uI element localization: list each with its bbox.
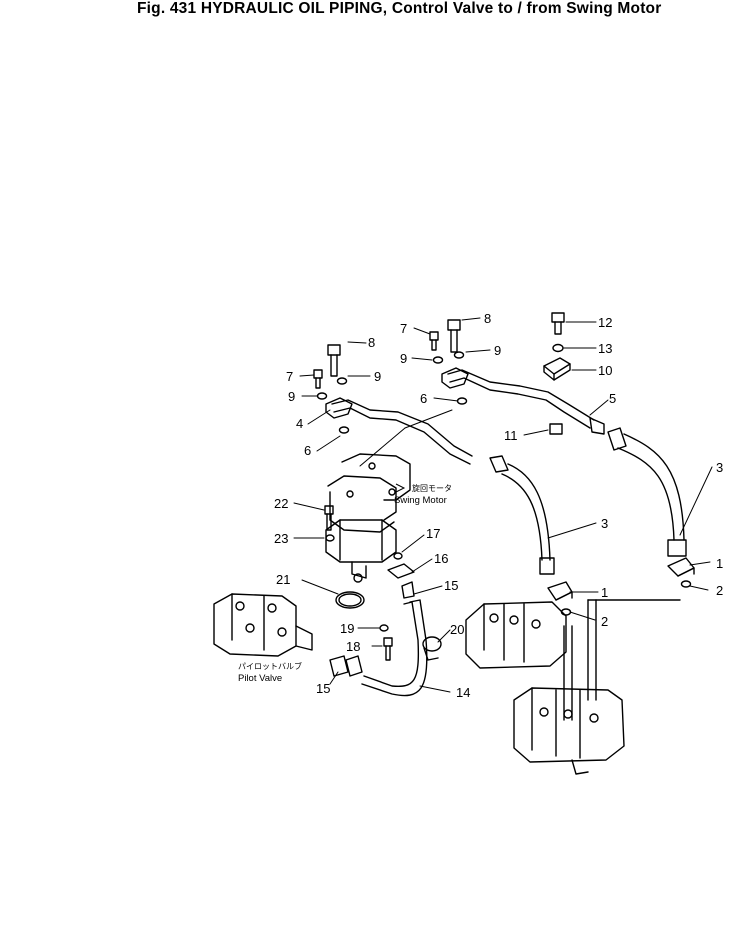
swing-motor-pointer [395, 483, 406, 493]
clamp-10 [543, 357, 571, 381]
swing-motor-caption-jp: 旋回モータ [412, 483, 452, 493]
callout-8: 8 [484, 311, 491, 326]
callout-14: 14 [456, 685, 470, 700]
o-ring-6-lower [338, 426, 350, 434]
elbow-15-upper [401, 581, 415, 599]
washer-23 [325, 534, 335, 542]
clamp-20 [422, 636, 442, 661]
o-ring-17 [393, 552, 403, 560]
swing-motor-caption-en: Swing Motor [394, 495, 447, 506]
callout-labels: 1 1 2 2 3 3 4 5 6 6 7 7 8 8 9 9 9 9 10 1… [274, 311, 723, 700]
callout-9: 9 [374, 369, 381, 384]
callout-3: 3 [716, 460, 723, 475]
callout-1: 1 [601, 585, 608, 600]
callout-6: 6 [304, 443, 311, 458]
callout-18: 18 [346, 639, 360, 654]
o-ring-6-upper [456, 397, 468, 405]
callout-11: 11 [504, 428, 518, 443]
callout-22: 22 [274, 496, 288, 511]
bolt-7-right [429, 331, 439, 351]
bolt-8-left [327, 344, 341, 377]
elbow-15-lower [329, 655, 349, 677]
callout-15: 15 [316, 681, 330, 696]
callout-21: 21 [276, 572, 290, 587]
bolt-18 [383, 637, 393, 661]
swing-motor [325, 453, 411, 583]
elbow-1-center [547, 581, 573, 601]
callout-9: 9 [400, 351, 407, 366]
callout-17: 17 [426, 526, 440, 541]
callout-2: 2 [601, 614, 608, 629]
callout-4: 4 [296, 416, 303, 431]
pilot-valve [213, 593, 313, 657]
callout-7: 7 [400, 321, 407, 336]
callout-1: 1 [716, 556, 723, 571]
pilot-valve-caption-jp: パイロットバルブ [238, 661, 302, 671]
callout-9: 9 [288, 389, 295, 404]
hose-14 [345, 599, 428, 697]
callout-6: 6 [420, 391, 427, 406]
callout-10: 10 [598, 363, 612, 378]
callout-3: 3 [601, 516, 608, 531]
washer-9-left-a [336, 377, 348, 385]
flange-16 [387, 563, 415, 579]
o-ring-2-right [680, 580, 692, 588]
hose-3-center [489, 455, 555, 575]
washer-13 [552, 343, 564, 353]
callout-12: 12 [598, 315, 612, 330]
callout-13: 13 [598, 341, 612, 356]
control-valve-lower [513, 599, 681, 775]
callout-7: 7 [286, 369, 293, 384]
elbow-1-right [667, 557, 695, 577]
nut-11 [549, 423, 563, 435]
o-ring-19 [379, 624, 389, 632]
pilot-valve-caption-en: Pilot Valve [238, 673, 282, 684]
bolt-22 [324, 505, 334, 531]
callout-15: 15 [444, 578, 458, 593]
washer-9-right-b [432, 356, 444, 364]
callout-16: 16 [434, 551, 448, 566]
hose-3-right [607, 427, 687, 557]
callout-8: 8 [368, 335, 375, 350]
washer-9-left-b [316, 392, 328, 400]
callout-23: 23 [274, 531, 288, 546]
callout-19: 19 [340, 621, 354, 636]
o-ring-21 [335, 591, 365, 609]
callout-2: 2 [716, 583, 723, 598]
figure-title: Fig. 431 HYDRAULIC OIL PIPING, Control V… [137, 0, 662, 17]
control-valve-upper [465, 601, 573, 721]
callout-20: 20 [450, 622, 464, 637]
bolt-7-left [313, 369, 323, 389]
pipe-5 [441, 367, 605, 435]
washer-9-right-a [453, 351, 465, 359]
callout-9: 9 [494, 343, 501, 358]
bolt-12 [551, 312, 565, 335]
callout-5: 5 [609, 391, 616, 406]
bolt-8-right [447, 319, 461, 353]
